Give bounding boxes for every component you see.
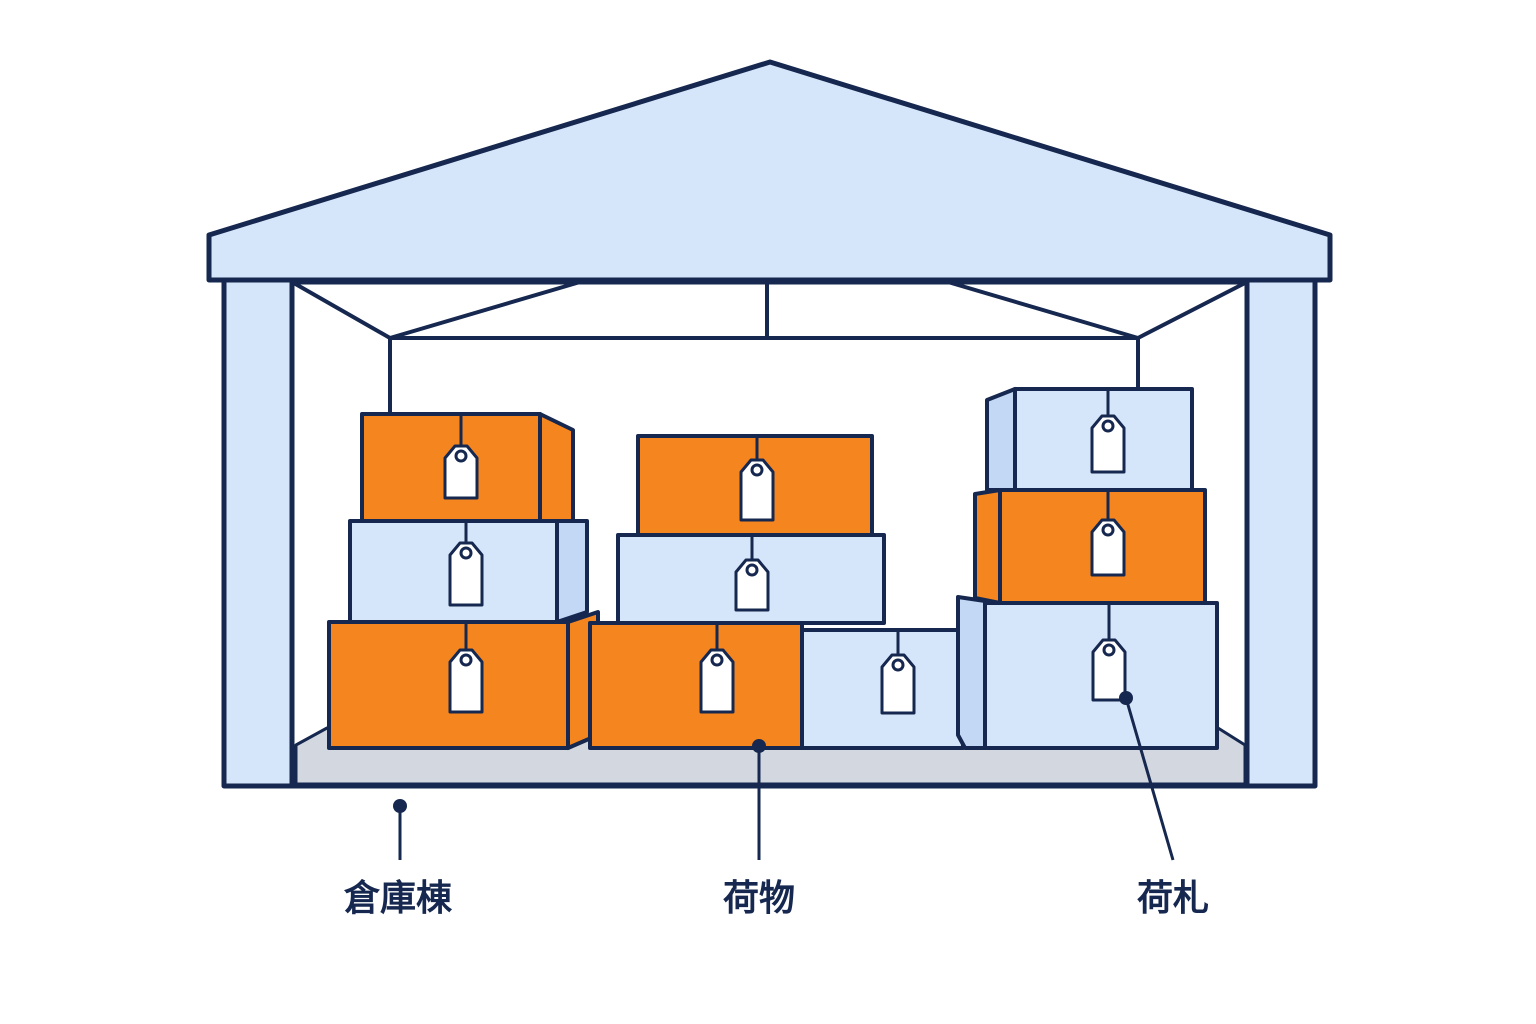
cargo-tag-left-bottom xyxy=(448,622,484,714)
cargo-tag-center-bottom-left xyxy=(699,623,735,714)
cargo-tag-center-top xyxy=(739,436,775,522)
warehouse-roof xyxy=(206,59,1333,283)
box-right-bottom xyxy=(956,595,1219,750)
ceiling-truss xyxy=(291,280,1248,414)
cargo-tags xyxy=(443,389,1127,715)
callout-cargo: 荷物 xyxy=(723,739,795,919)
cargo-tag-left-top xyxy=(443,414,479,500)
callout-tag-leader xyxy=(1124,697,1175,861)
cargo-tag-right-middle xyxy=(1090,490,1126,577)
callout-tag-label: 荷札 xyxy=(1137,878,1209,919)
box-right-middle xyxy=(973,488,1207,605)
cargo-tag-center-bottom-right xyxy=(880,630,916,715)
callout-cargo-label: 荷物 xyxy=(723,878,795,919)
box-center-bottom-left xyxy=(588,621,804,750)
cargo-stacks xyxy=(327,387,1219,750)
warehouse-wall-frame xyxy=(221,277,1318,789)
box-right-top xyxy=(985,387,1194,492)
callout-tag: 荷札 xyxy=(1119,691,1209,919)
callout-building-label: 倉庫棟 xyxy=(343,878,453,919)
callout-building: 倉庫棟 xyxy=(343,799,453,919)
cargo-tag-center-middle xyxy=(734,535,770,612)
cargo-tag-right-top xyxy=(1090,389,1126,474)
cargo-tag-left-middle xyxy=(448,521,484,607)
cargo-tag-right-bottom xyxy=(1091,603,1127,702)
